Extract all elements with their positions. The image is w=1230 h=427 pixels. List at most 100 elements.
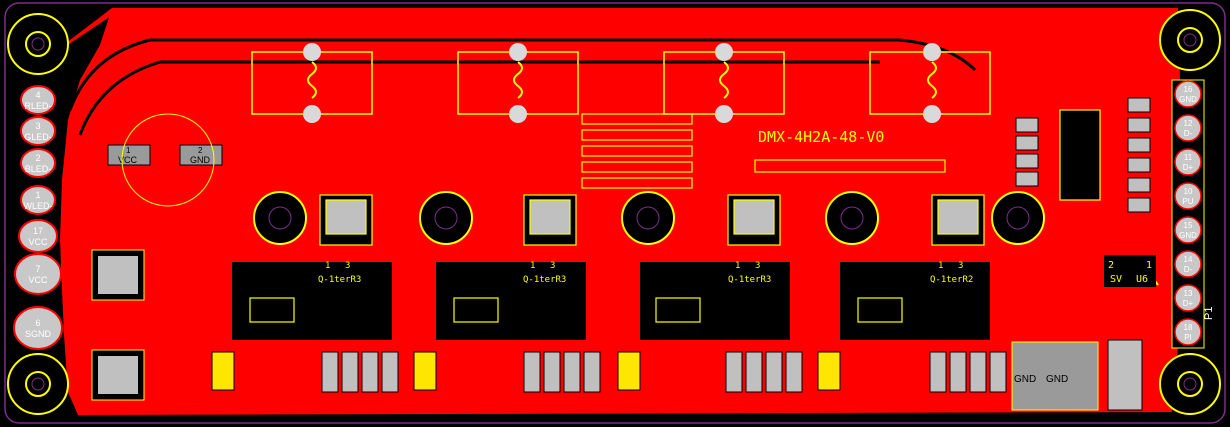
inductor-footprint-2	[457, 43, 579, 123]
power-pads: 1 VCC 2 GND	[107, 113, 223, 207]
cap-hole-row	[253, 191, 1045, 245]
right-pad-name: GND	[1179, 95, 1197, 104]
right-pad-name: PU	[1182, 197, 1193, 206]
silk-bars	[581, 113, 946, 189]
right-pad-name: GND	[1179, 231, 1197, 240]
inductor-2-name: Q-1terR3	[523, 275, 566, 285]
reg-label: SV	[1110, 274, 1122, 285]
pin-header-label: P1	[1203, 307, 1215, 320]
right-pad-name: D-	[1184, 265, 1193, 274]
right-pad-name: D-	[1184, 129, 1193, 138]
right-pad-name: D+	[1183, 163, 1194, 172]
board-title: DMX-4H2A-48-V0	[758, 128, 884, 146]
left-pad-num: 17	[33, 226, 43, 236]
inductor-1-name: Q-1terR3	[318, 275, 361, 285]
inductor-label-3: 1 3 Q-1terR3	[728, 261, 771, 285]
inductor-1-pin-a: 1	[325, 261, 330, 271]
right-pad-2: 12D-	[1174, 114, 1202, 142]
regulator: 2 1 SV U6	[1104, 255, 1159, 287]
right-pad-num: 12	[1184, 119, 1193, 128]
right-pad-name: PI	[1184, 333, 1192, 342]
mount-hole-tl	[7, 13, 69, 75]
gnd-pad-label-1: GND	[1014, 374, 1036, 385]
mount-hole-bl	[7, 353, 69, 415]
left-pad-num: 2	[35, 153, 40, 163]
tab-pad	[1107, 339, 1143, 411]
left-pad-name: GLED-	[24, 132, 52, 142]
inductor-label-2: 1 3 Q-1terR3	[523, 261, 566, 285]
driver-ic-outlines	[249, 297, 903, 323]
gnd-pad-label-2: GND	[1046, 374, 1068, 385]
driver-channels	[232, 262, 990, 340]
right-pad-name: D+	[1183, 299, 1194, 308]
reg-pin-a: 2	[1108, 260, 1114, 271]
bottom-pad-row	[321, 351, 1007, 393]
power-pad-2-name: GND	[190, 155, 211, 165]
left-pad-num: 6	[35, 318, 40, 328]
inductor-4-pin-a: 1	[938, 261, 943, 271]
inductor-3-pin-b: 3	[755, 261, 760, 271]
mount-hole-br	[1159, 353, 1221, 415]
power-pad-1-name: VCC	[118, 155, 138, 165]
left-pad-num: 3	[35, 121, 40, 131]
right-pad-7: 13D+	[1174, 284, 1202, 312]
inductor-footprint-3	[663, 43, 785, 123]
top-arc-trace-2	[78, 60, 880, 136]
right-pad-num: 14	[1184, 255, 1193, 264]
inductor-4-pin-b: 3	[958, 261, 963, 271]
yellow-diodes	[211, 351, 841, 391]
board-outline	[4, 2, 1226, 424]
left-pad-num: 4	[35, 90, 40, 100]
inductor-4-name: Q-1terR2	[930, 275, 973, 285]
power-pad-1-num: 1	[126, 146, 131, 155]
left-pad-num: 7	[35, 264, 40, 274]
right-pad-num: 18	[1184, 323, 1193, 332]
gnd-pad-block	[1011, 341, 1099, 411]
inductor-footprint-1	[251, 43, 373, 123]
inductor-label-1: 1 3 Q-1terR3	[318, 261, 361, 285]
reg-u6: U6	[1136, 274, 1148, 285]
left-pad-name: VCC	[28, 275, 48, 285]
copper-pour-left	[60, 8, 120, 50]
left-pad-name: VCC	[28, 237, 48, 247]
right-pad-6: 14D-	[1174, 250, 1202, 278]
inductor-1-pin-b: 3	[345, 261, 350, 271]
mount-hole-tr	[1159, 9, 1221, 71]
left-pad-name: SGND	[25, 329, 52, 339]
left-pad-name: BLED-	[25, 164, 52, 174]
right-ic-area	[1015, 97, 1151, 213]
inductor-3-pin-a: 1	[735, 261, 740, 271]
left-pad-name: RLED-	[24, 101, 51, 111]
right-pad-num: 16	[1184, 85, 1193, 94]
right-pad-num: 11	[1184, 153, 1193, 162]
inductor-2-pin-b: 3	[550, 261, 555, 271]
right-pad-num: 15	[1184, 221, 1193, 230]
inductor-2-pin-a: 1	[530, 261, 535, 271]
left-pad-name: WLED-	[24, 201, 53, 211]
left-pad-num: 1	[35, 190, 40, 200]
inductor-3-name: Q-1terR3	[728, 275, 771, 285]
inductor-footprint-4	[869, 43, 991, 123]
right-pad-num: 13	[1184, 289, 1193, 298]
mosfet-footprints	[319, 194, 985, 246]
reg-pin-b: 1	[1146, 260, 1152, 271]
right-pad-num: 10	[1184, 187, 1193, 196]
inductor-label-4: 1 3 Q-1terR2	[930, 261, 973, 285]
right-pad-3: 11D+	[1174, 148, 1202, 176]
top-arc-trace	[68, 38, 977, 111]
power-pad-2-num: 2	[198, 146, 203, 155]
